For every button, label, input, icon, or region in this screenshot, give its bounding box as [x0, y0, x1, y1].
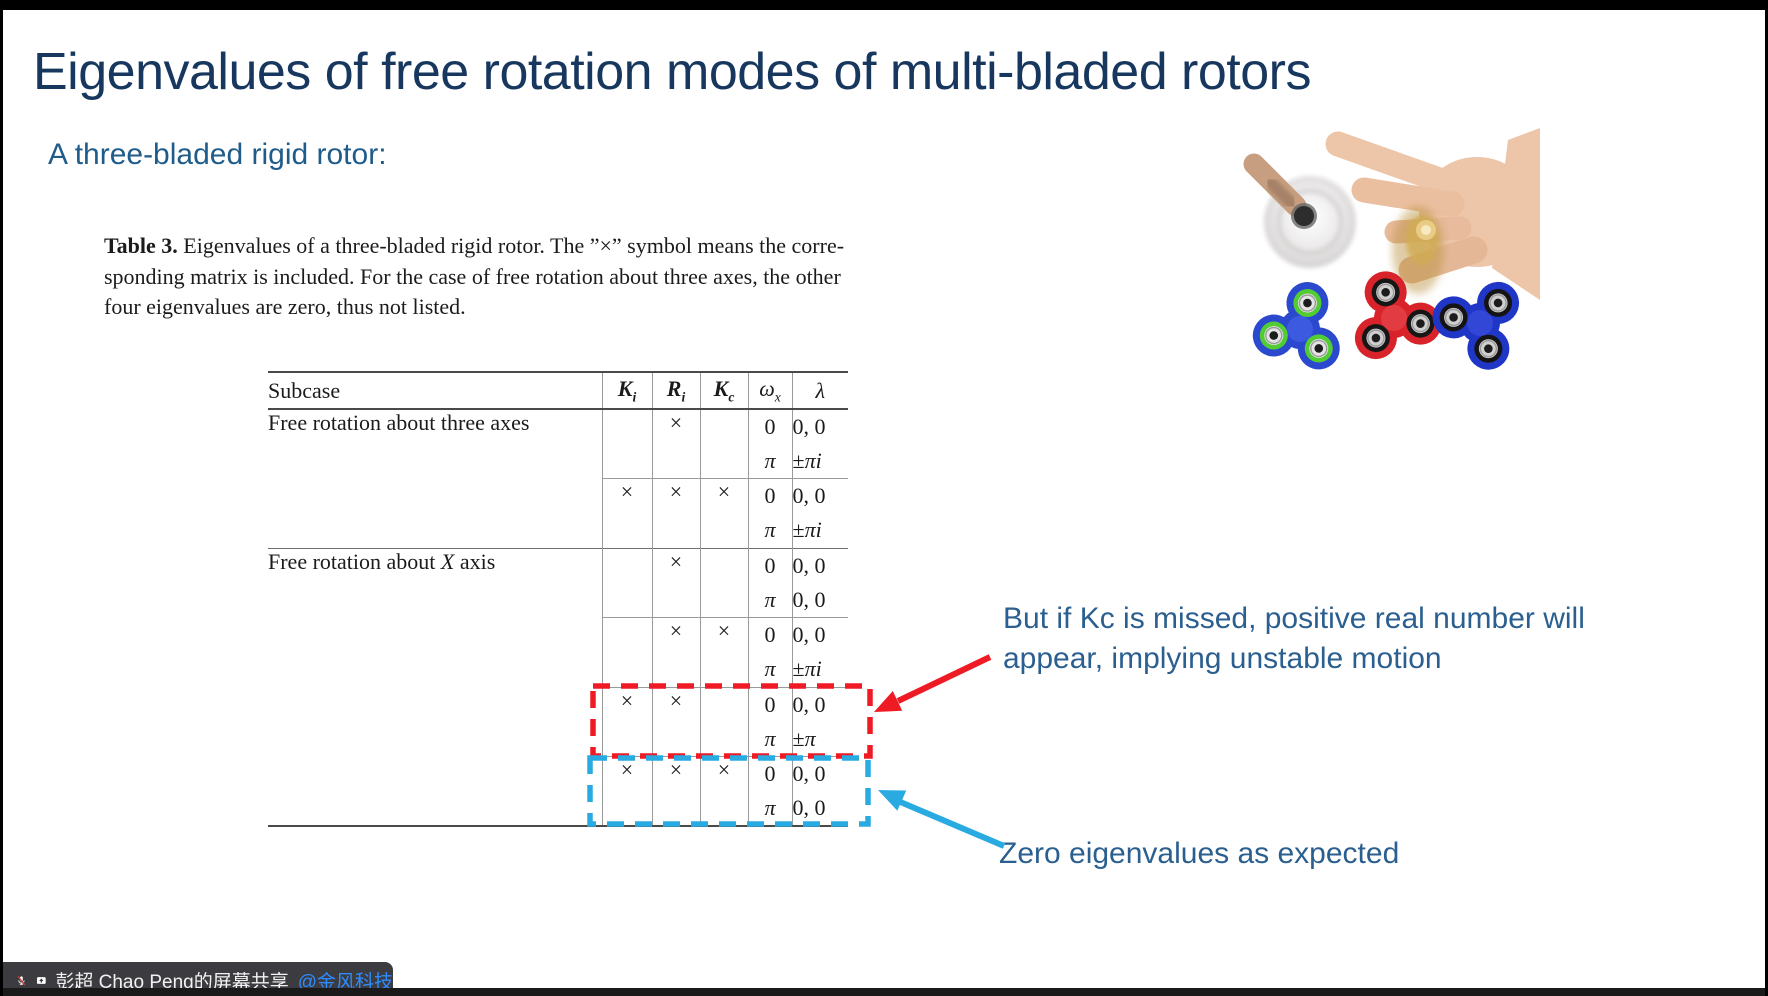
fidget-spinner-red: [1336, 258, 1447, 365]
table-matrix-cell: [699, 409, 748, 479]
share-bar-brand-link[interactable]: @金风科技: [297, 971, 393, 993]
table-matrix-cell: [699, 547, 748, 618]
table-matrix-cell: ×: [601, 756, 652, 826]
table-omega-cell: π: [747, 721, 792, 757]
fidget-spinner-blue-green: [1247, 270, 1356, 375]
table-lambda-cell: 0, 0: [791, 547, 848, 583]
screen-share-icon: [36, 976, 46, 984]
table-lambda-cell: 0, 0: [791, 582, 848, 618]
table-matrix-cell: ×: [601, 478, 652, 548]
table-matrix-cell: ×: [699, 617, 748, 687]
table-omega-cell: 0: [747, 617, 792, 653]
table-omega-cell: 0: [747, 686, 792, 722]
table-lambda-cell: 0, 0: [791, 617, 848, 653]
table-matrix-cell: ×: [699, 478, 748, 548]
hand-with-spinner-photo: [1325, 128, 1540, 300]
table-caption: Table 3. Eigenvalues of a three-bladed r…: [104, 231, 1024, 323]
caption-line-1: Table 3. Eigenvalues of a three-bladed r…: [104, 231, 1024, 262]
table-matrix-cell: ×: [601, 686, 652, 757]
table-lambda-cell: ±πi: [791, 652, 848, 687]
annotation-unstable: But if Kc is missed, positive real numbe…: [1003, 599, 1585, 679]
table-omega-cell: π: [747, 791, 792, 826]
table-subcase-cell: Free rotation about X axis: [268, 547, 602, 826]
table-matrix-cell: ×: [699, 756, 748, 826]
table-header-cell: ωx: [747, 372, 792, 410]
table-header-cell: λ: [791, 372, 848, 410]
table-omega-cell: π: [747, 443, 792, 479]
table-omega-cell: π: [747, 652, 792, 687]
table-omega-cell: 0: [747, 478, 792, 514]
table-matrix-cell: [601, 409, 652, 479]
table-matrix-cell: ×: [651, 478, 700, 548]
table-header-cell: Subcase: [268, 372, 602, 410]
table-omega-cell: 0: [747, 409, 792, 444]
table-omega-cell: π: [747, 582, 792, 618]
table-lambda-cell: ±πi: [791, 513, 848, 548]
table-omega-cell: 0: [747, 547, 792, 583]
share-bar-text: 彭超 Chao Peng的屏幕共享: [55, 971, 289, 993]
blue-arrow: [878, 790, 1006, 849]
bottom-frame-strip: [3, 988, 1765, 996]
annotation-unstable-line2: appear, implying unstable motion: [1003, 642, 1442, 675]
slide: Eigenvalues of free rotation modes of mu…: [3, 10, 1765, 996]
table-matrix-cell: ×: [651, 547, 700, 618]
red-arrow: [874, 654, 992, 712]
table-header-cell: Ki: [601, 372, 652, 410]
caption-table-label: Table 3.: [104, 233, 178, 258]
caption-line-2: sponding matrix is included. For the cas…: [104, 263, 841, 289]
annotation-unstable-line1: But if Kc is missed, positive real numbe…: [1003, 602, 1585, 635]
blurred-spinner-photo: [1243, 153, 1356, 268]
table-omega-cell: 0: [747, 756, 792, 792]
table-matrix-cell: [699, 686, 748, 757]
slide-title: Eigenvalues of free rotation modes of mu…: [33, 43, 1311, 101]
annotation-zero-eigenvalues: Zero eigenvalues as expected: [999, 837, 1400, 870]
table-header-cell: Ri: [651, 372, 700, 410]
slide-subtitle: A three-bladed rigid rotor:: [48, 138, 387, 171]
table-lambda-cell: 0, 0: [791, 756, 848, 792]
table-matrix-cell: ×: [651, 686, 700, 757]
table-lambda-cell: 0, 0: [791, 478, 848, 514]
table-matrix-cell: ×: [651, 756, 700, 826]
table-lambda-cell: ±πi: [791, 443, 848, 479]
caption-line-3: four eigenvalues are zero, thus not list…: [104, 294, 466, 319]
table-matrix-cell: ×: [651, 409, 700, 479]
caption-line-1-text: Eigenvalues of a three-bladed rigid roto…: [177, 233, 845, 258]
fidget-spinner-blue: [1423, 257, 1540, 378]
table-lambda-cell: 0, 0: [791, 686, 848, 722]
table-matrix-cell: [601, 617, 652, 687]
microphone-muted-icon: [17, 975, 26, 985]
table-header-cell: Kc: [699, 372, 748, 410]
table-matrix-cell: [601, 547, 652, 618]
table-subcase-cell: Free rotation about three axes: [268, 410, 530, 435]
table-lambda-cell: 0, 0: [791, 409, 848, 444]
table-omega-cell: π: [747, 513, 792, 548]
table-matrix-cell: ×: [651, 617, 700, 687]
table-lambda-cell: 0, 0: [791, 791, 848, 826]
fidget-spinner-images: [1243, 128, 1540, 378]
table-lambda-cell: ±π: [791, 721, 848, 757]
